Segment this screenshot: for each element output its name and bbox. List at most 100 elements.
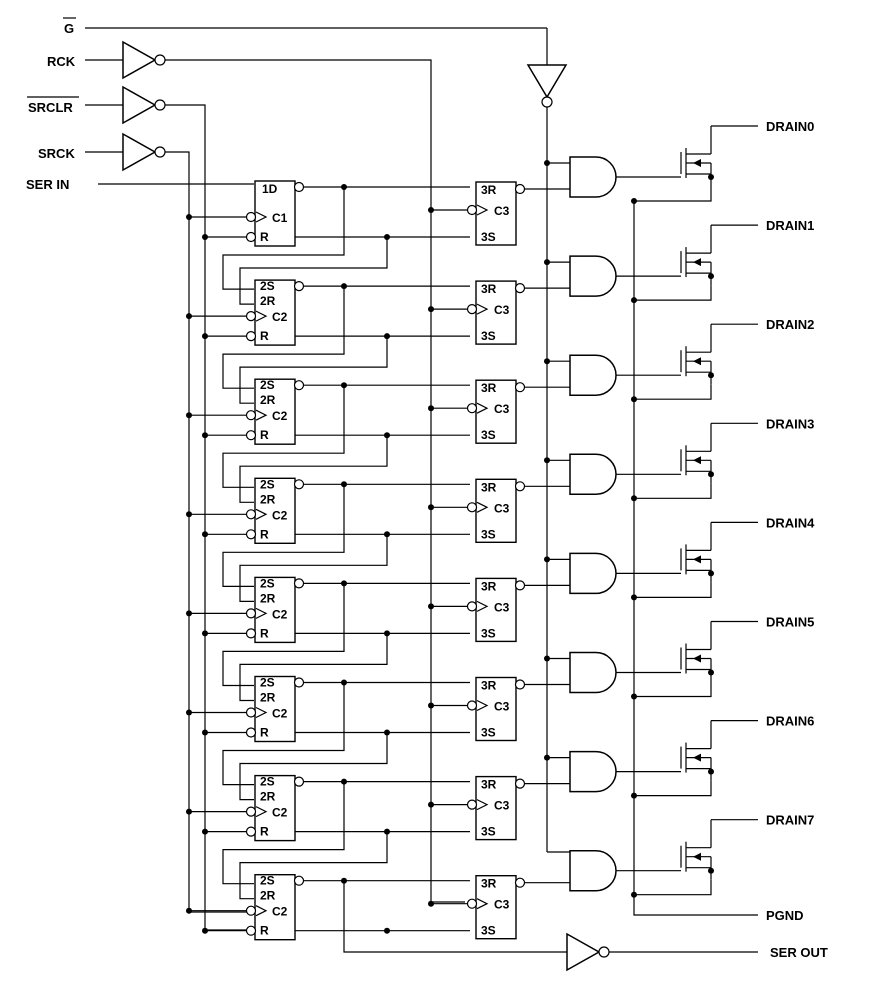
storage-clock-bubble [466, 898, 478, 909]
output-bubble [293, 875, 305, 886]
storage-clock-label: C3 [494, 303, 510, 317]
storage-output-bubble [514, 679, 526, 690]
clock-reset-buses [165, 59, 758, 931]
storage-output-bubble [514, 778, 526, 789]
cascade-data-wire [222, 484, 345, 588]
storage-clock-bubble [466, 601, 478, 612]
storage-set-label: 3S [481, 626, 496, 640]
clock-triangle [255, 806, 268, 818]
source-to-pgnd [634, 780, 712, 797]
and-gate-3 [569, 453, 617, 496]
body-arrow [693, 654, 701, 663]
clock-triangle [255, 310, 268, 322]
reset-bubble [245, 331, 257, 342]
reset-label: R [260, 428, 269, 442]
output-transistor-2 [616, 323, 758, 403]
storage-flip-flop-1: 3R C3 3S [466, 280, 526, 345]
and-gate-6 [569, 750, 617, 793]
junction-dot [544, 754, 550, 761]
clock-triangle [255, 508, 268, 520]
pgnd-label: PGND [766, 908, 804, 923]
srck-buffer [85, 132, 166, 172]
junction-dot [186, 610, 192, 617]
storage-set-label: 3S [481, 329, 496, 343]
body-arrow [693, 753, 701, 762]
junction-dot [202, 729, 208, 736]
storage-clock-bubble [466, 304, 478, 315]
cascade-reset-wire [239, 831, 388, 900]
body-arrow [693, 456, 701, 465]
junction-dot [186, 412, 192, 419]
storage-set-label: 3S [481, 726, 496, 740]
set-label: 2S [260, 676, 275, 690]
storage-clock-triangle [476, 699, 489, 712]
storage-clock-label: C3 [494, 204, 510, 218]
storage-reset-label: 3R [481, 282, 497, 296]
junction-dot [202, 927, 208, 934]
d-input-label: 1D [262, 182, 278, 196]
storage-clock-triangle [476, 898, 489, 910]
output-bubble [293, 578, 305, 589]
body-arrow [693, 852, 701, 861]
storage-set-label: 3S [481, 825, 496, 839]
body-arrow [693, 357, 701, 366]
reset-bubble [245, 529, 257, 540]
reset-input-label: 2R [260, 294, 276, 308]
output-transistor-0 [616, 125, 758, 204]
output-bubble [293, 776, 305, 787]
clock-triangle [255, 607, 268, 619]
storage-reset-label: 3R [481, 480, 497, 494]
storage-output-bubble [514, 877, 526, 888]
junction-dot [631, 396, 637, 403]
storage-flip-flop-body [475, 181, 517, 246]
shift-flip-flop-body [254, 378, 296, 445]
drain-label-1: DRAIN1 [766, 218, 814, 233]
storage-clock-triangle [476, 501, 489, 513]
junction-dot [544, 358, 550, 365]
reset-bubble [245, 628, 257, 639]
storage-clock-bubble [466, 502, 478, 513]
ser-out-label: SER OUT [770, 945, 828, 960]
storage-output-bubble [514, 183, 526, 195]
clock-bubble [245, 905, 257, 916]
clock-bubble [245, 707, 257, 718]
reset-input-label: 2R [260, 393, 276, 407]
storage-clock-triangle [476, 204, 489, 216]
junction-dot [428, 207, 434, 213]
storage-flip-flop-body [475, 676, 517, 742]
clock-label: C2 [272, 905, 288, 919]
junction-dot [708, 669, 714, 676]
clock-label: C2 [272, 707, 288, 721]
storage-flip-flop-4: 3R C3 3S [466, 577, 526, 643]
output-transistor-4 [616, 521, 758, 601]
storage-set-label: 3S [481, 428, 496, 442]
junction-dot [708, 174, 714, 180]
reset-bubble [245, 727, 257, 738]
storage-reset-label: 3R [481, 579, 497, 593]
storage-output-bubble [514, 283, 526, 294]
rck-buffer [85, 40, 166, 80]
source-to-pgnd [634, 186, 712, 202]
and-gate-0 [569, 156, 617, 198]
clock-triangle [255, 905, 268, 917]
and-gate-1 [569, 255, 617, 297]
storage-clock-bubble [466, 700, 478, 711]
storage-clock-label: C3 [494, 600, 510, 614]
junction-dot [631, 495, 637, 502]
output-bubble [293, 380, 305, 391]
g-buffer [85, 27, 568, 108]
reset-input-label: 2R [260, 691, 276, 705]
reset-input-label: 2R [260, 591, 276, 605]
shift-flip-flop-body [254, 774, 296, 842]
cascade-data-wire [222, 385, 345, 488]
ser-in-label: SER IN [26, 177, 69, 192]
